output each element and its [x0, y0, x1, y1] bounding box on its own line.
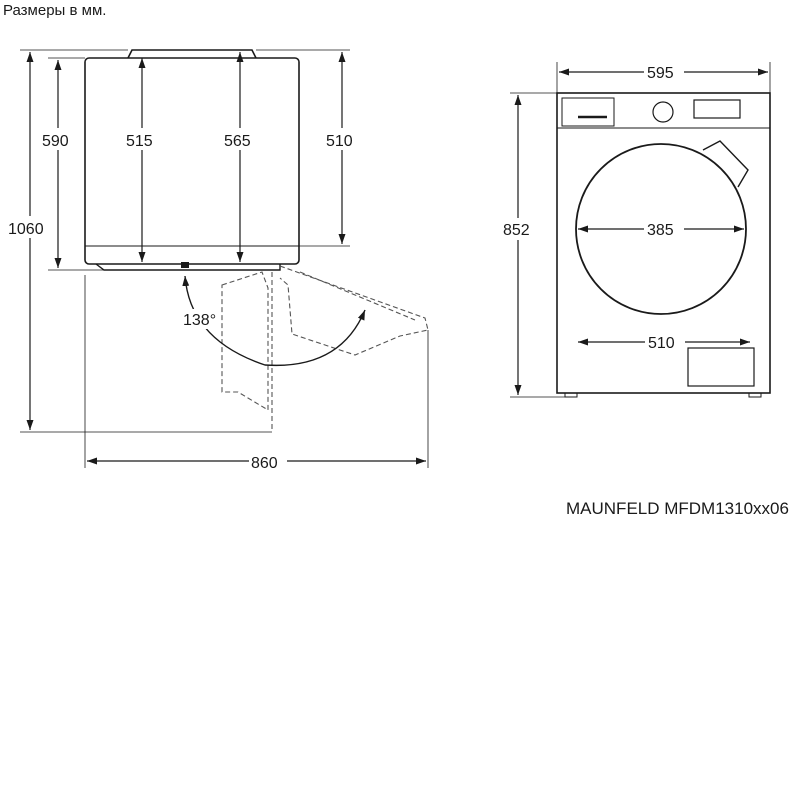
front-view — [510, 62, 771, 398]
label-depth-c: 510 — [326, 133, 353, 150]
front-view-labels: 595 852 385 510 — [500, 62, 685, 352]
program-knob — [652, 101, 674, 123]
side-view — [20, 49, 429, 468]
open-door-outline — [221, 265, 429, 432]
door-circle — [575, 143, 747, 315]
label-inner-width: 510 — [648, 335, 675, 352]
model-name: MAUNFELD MFDM1310xx06 — [566, 499, 789, 518]
label-total-height: 1060 — [8, 221, 44, 238]
label-depth-open-door: 860 — [251, 455, 278, 472]
side-view-labels: 1060 590 515 565 510 138° 860 — [6, 128, 360, 473]
units-note: Размеры в мм. — [3, 2, 107, 19]
label-body-depth: 590 — [42, 133, 69, 150]
label-door-angle: 138° — [183, 312, 216, 329]
top-cap — [127, 49, 257, 59]
label-width: 595 — [647, 65, 674, 82]
side-base — [95, 263, 281, 271]
door-hinge — [702, 140, 749, 188]
label-depth-b: 565 — [224, 133, 251, 150]
filter-hatch — [687, 347, 755, 387]
display — [693, 99, 741, 119]
front-body — [556, 92, 771, 394]
side-body — [84, 57, 300, 265]
label-door-diameter: 385 — [647, 222, 674, 239]
label-height: 852 — [503, 222, 530, 239]
label-depth-a: 515 — [126, 133, 153, 150]
